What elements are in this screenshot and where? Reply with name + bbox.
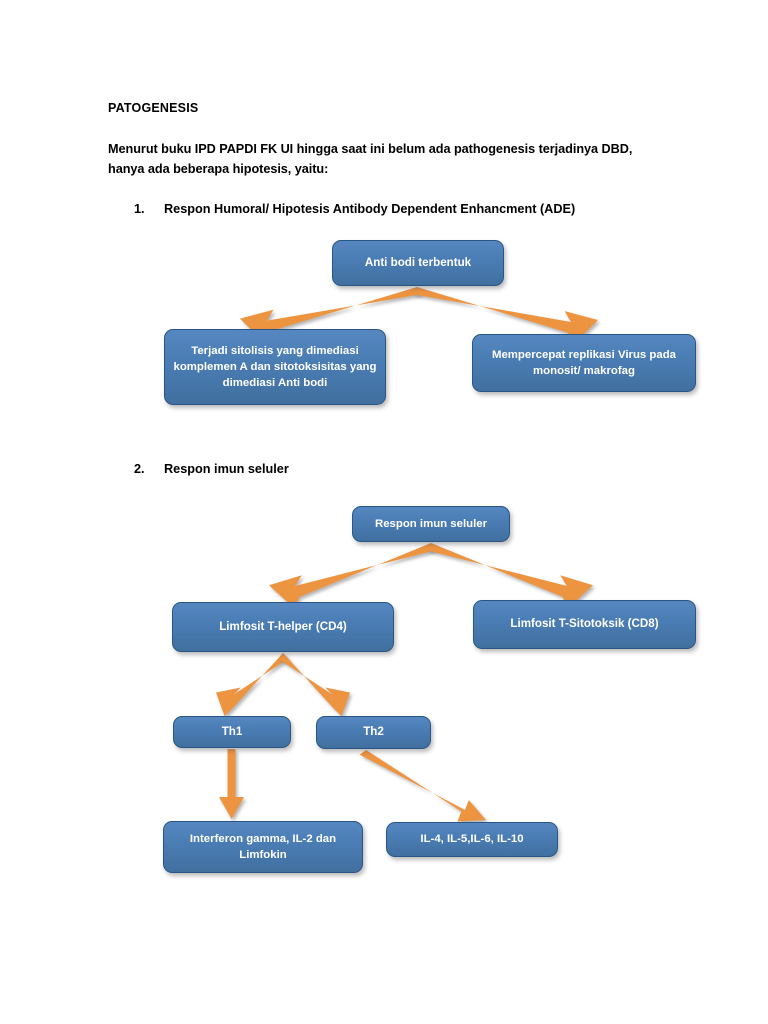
arrow-th1-to-interferon [219,749,244,819]
node-terjadi-sitolisis[interactable]: Terjadi sitolisis yang dimediasi komplem… [164,329,386,405]
list-item-label: Respon imun seluler [164,462,289,476]
node-label: Mempercepat replikasi Virus pada monosit… [491,348,677,377]
node-label: Th1 [221,724,243,738]
node-label: Anti bodi terbentuk [364,255,472,269]
node-interferon-gamma[interactable]: Interferon gamma, IL-2 dan Limfokin [163,821,363,873]
text-block: PATOGENESIS Menurut buku IPD PAPDI FK UI… [108,100,664,219]
arrow-respon-imun-to-cd4 [269,543,436,608]
node-label: Limfosit T-Sitotoksik (CD8) [510,617,659,631]
arrow-respon-imun-to-cd8 [426,543,593,608]
arrow-cd4-to-th2 [278,653,350,716]
arrow-cd4-to-th1 [216,653,288,716]
node-respon-imun-seluler[interactable]: Respon imun seluler [352,506,510,542]
node-label: Th2 [363,725,384,739]
arrow-th2-to-il [359,750,486,822]
list-item: 2. Respon imun seluler [134,462,289,476]
page-title: PATOGENESIS [108,101,199,115]
list-item-number: 1. [134,202,145,217]
node-limfosit-t-sitotoksik-cd8[interactable]: Limfosit T-Sitotoksik (CD8) [473,600,696,649]
list-item-label: Respon Humoral/ Hipotesis Antibody Depen… [164,202,576,217]
list-item: 1. Respon Humoral/ Hipotesis Antibody De… [134,200,664,219]
node-th1[interactable]: Th1 [173,716,291,748]
node-mempercepat-replikasi[interactable]: Mempercepat replikasi Virus pada monosit… [472,334,696,392]
node-limfosit-t-helper-cd4[interactable]: Limfosit T-helper (CD4) [172,602,394,652]
intro-paragraph: Menurut buku IPD PAPDI FK UI hingga saat… [108,141,633,177]
node-label: Limfosit T-helper (CD4) [219,619,347,633]
node-label: Respon imun seluler [374,517,488,530]
hypothesis-list: 1. Respon Humoral/ Hipotesis Antibody De… [108,200,664,219]
list-item-number: 2. [134,462,145,476]
node-label: Terjadi sitolisis yang dimediasi komplem… [173,344,377,390]
node-th2[interactable]: Th2 [316,716,431,749]
node-anti-bodi-terbentuk[interactable]: Anti bodi terbentuk [332,240,504,286]
node-label: Interferon gamma, IL-2 dan Limfokin [189,832,337,861]
node-label: IL-4, IL-5,IL-6, IL-10 [420,833,524,846]
node-interleukins[interactable]: IL-4, IL-5,IL-6, IL-10 [386,822,558,857]
